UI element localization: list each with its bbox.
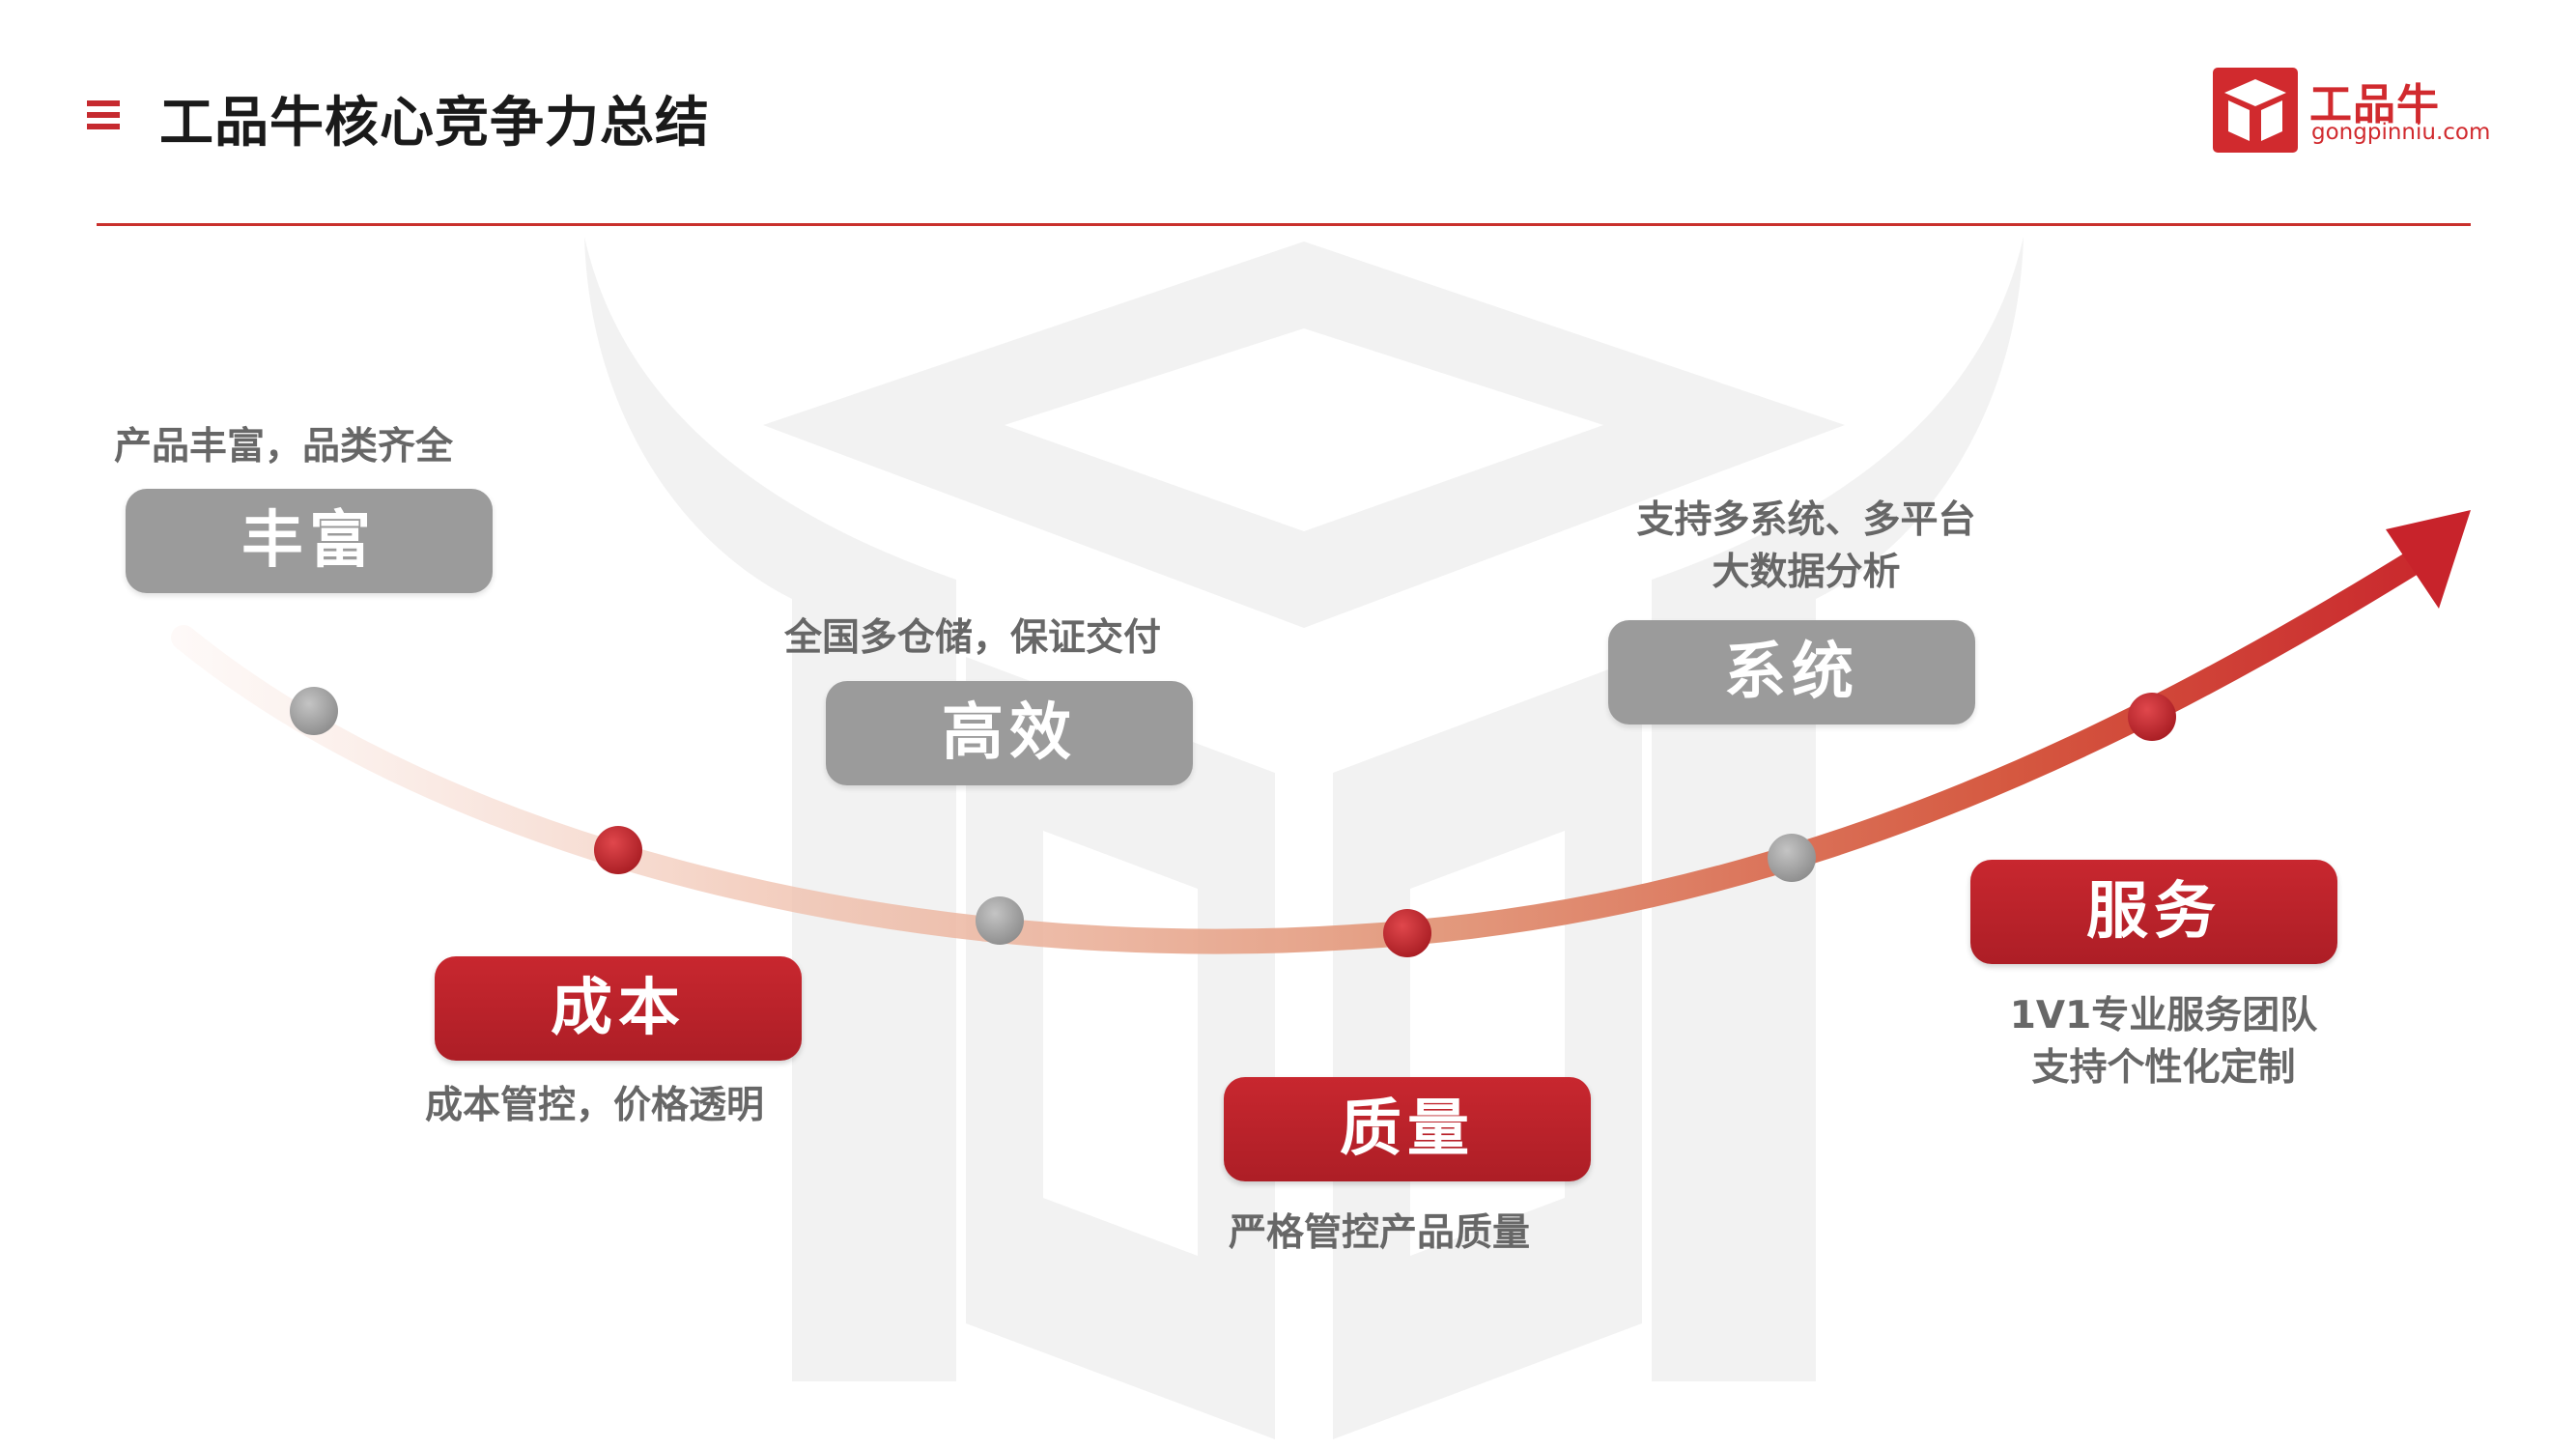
stage-pill-service: 服务 bbox=[1970, 860, 2337, 964]
dot-red-1 bbox=[594, 826, 642, 874]
brand-logo: 工品牛 gongpinniu.com bbox=[2213, 68, 2503, 156]
stage-desc-cost: 成本管控，价格透明 bbox=[425, 1084, 765, 1127]
stage-pill-system: 系统 bbox=[1608, 620, 1975, 724]
stage-pill-cost: 成本 bbox=[435, 956, 802, 1061]
logo-name: 工品牛 bbox=[2309, 80, 2440, 129]
stage-pill-quality: 质量 bbox=[1224, 1077, 1591, 1181]
stage-desc-system: 支持多系统、多平台 大数据分析 bbox=[1636, 498, 1976, 594]
stage-pill-efficient: 高效 bbox=[826, 681, 1193, 785]
arrow-head bbox=[2386, 510, 2471, 609]
dot-gray-3 bbox=[1768, 834, 1816, 882]
dot-red-3 bbox=[2128, 693, 2176, 741]
curve-line bbox=[171, 543, 2437, 954]
logo-url: gongpinniu.com bbox=[2311, 120, 2491, 145]
stage-desc-abundant: 产品丰富，品类齐全 bbox=[114, 425, 454, 469]
list-icon bbox=[87, 100, 120, 129]
logo-icon bbox=[2213, 68, 2298, 153]
stage-desc-quality: 严格管控产品质量 bbox=[1229, 1211, 1531, 1255]
stage-desc-efficient: 全国多仓储，保证交付 bbox=[784, 616, 1162, 660]
stage-desc-service: 1V1专业服务团队 支持个性化定制 bbox=[2009, 994, 2318, 1090]
dot-red-2 bbox=[1383, 909, 1431, 957]
dot-gray-1 bbox=[290, 687, 338, 735]
title-divider bbox=[97, 223, 2471, 226]
dot-gray-2 bbox=[976, 896, 1024, 945]
stage-pill-abundant: 丰富 bbox=[126, 489, 493, 593]
page-title: 工品牛核心竞争力总结 bbox=[159, 92, 710, 155]
